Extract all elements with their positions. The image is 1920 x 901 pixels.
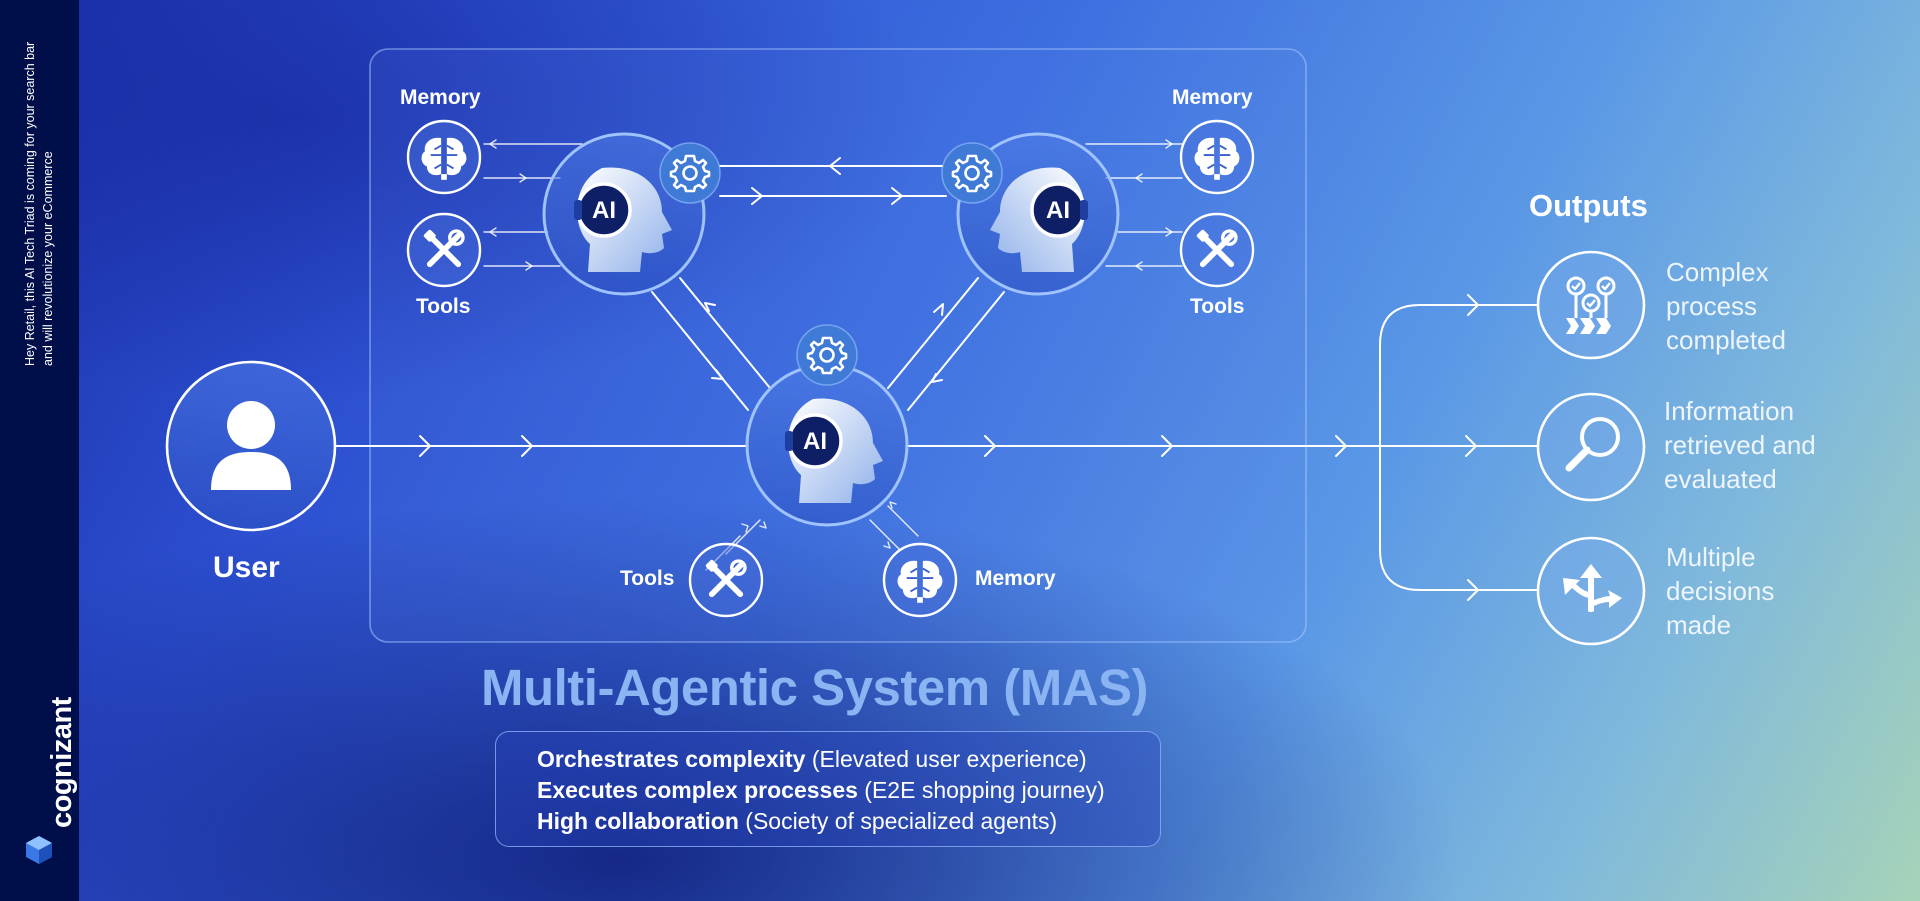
feature-line: Executes complex processes (E2E shopping… xyxy=(537,777,1105,804)
flow-arrow-icon xyxy=(704,302,716,312)
flow-arrow-icon xyxy=(521,435,533,457)
tools-node-top-right xyxy=(1179,212,1255,288)
feature-bold: High collaboration xyxy=(537,808,739,834)
flow-arrow-icon xyxy=(931,373,943,383)
gear-icon xyxy=(658,141,722,205)
flow-arrow-icon xyxy=(751,187,763,205)
mas-features-box: Orchestrates complexity (Elevated user e… xyxy=(495,731,1161,847)
ai-badge: AI xyxy=(1046,197,1070,224)
outputs-title: Outputs xyxy=(1529,188,1648,223)
output-node-decisions xyxy=(1536,536,1646,646)
mas-title: Multi-Agentic System (MAS) xyxy=(481,659,1149,716)
split-arrows-icon xyxy=(1563,564,1622,612)
output-node-process xyxy=(1536,250,1646,360)
flow-arrow-icon xyxy=(1161,435,1173,457)
cognizant-logo-icon xyxy=(26,836,52,864)
output-node-information xyxy=(1536,392,1646,502)
flow-arrow-icon xyxy=(1467,579,1479,601)
agent-hub-link-line xyxy=(651,291,749,411)
feature-bold: Executes complex processes xyxy=(537,777,858,803)
output-text-information: Information retrieved and evaluated xyxy=(1664,396,1816,494)
flow-arrow-icon xyxy=(711,369,724,380)
memory-label: Memory xyxy=(400,86,481,109)
gear-icon xyxy=(940,141,1004,205)
magnifier-icon xyxy=(1565,417,1620,472)
tools-label: Tools xyxy=(1190,295,1245,318)
memory-label: Memory xyxy=(975,567,1056,590)
memory-node-bottom xyxy=(882,542,958,618)
tools-label: Tools xyxy=(620,567,675,590)
agent-hub xyxy=(745,363,909,527)
flow-arrow-icon xyxy=(933,303,944,316)
feature-line: Orchestrates complexity (Elevated user e… xyxy=(537,746,1087,773)
flow-arrow-icon xyxy=(419,435,431,457)
user-icon xyxy=(211,401,291,490)
memory-label: Memory xyxy=(1172,86,1253,109)
user-label: User xyxy=(213,551,280,584)
flow-arrow-icon xyxy=(984,435,996,457)
agent-hub-link-line xyxy=(679,277,771,389)
ai-badge: AI xyxy=(803,428,827,455)
flow-arrow-icon xyxy=(1335,435,1347,457)
agent-hub-link-line xyxy=(907,291,1005,411)
output-text-decisions: Multiple decisions made xyxy=(1666,542,1775,640)
memory-node-top-left xyxy=(406,119,482,195)
tools-node-bottom xyxy=(688,542,764,618)
memory-node-top-right xyxy=(1179,119,1255,195)
output-text-process: Complex process completed xyxy=(1666,257,1786,355)
outputs-branch-line xyxy=(1379,304,1538,591)
feature-rest: (E2E shopping journey) xyxy=(857,777,1105,803)
gear-icon xyxy=(795,323,859,387)
feature-rest: (Elevated user experience) xyxy=(805,746,1087,772)
sidebar: Hey Retail, this AI Tech Triad is coming… xyxy=(0,0,79,901)
process-checklist-icon xyxy=(1566,276,1616,334)
tools-node-top-left xyxy=(406,212,482,288)
ai-badge: AI xyxy=(592,197,616,224)
flow-arrow-icon xyxy=(891,187,903,205)
flow-arrow-icon xyxy=(829,157,841,175)
tools-label: Tools xyxy=(416,295,471,318)
feature-bold: Orchestrates complexity xyxy=(537,746,806,772)
feature-line: High collaboration (Society of specializ… xyxy=(537,808,1057,835)
user-node xyxy=(165,360,337,532)
feature-rest: (Society of specialized agents) xyxy=(738,808,1058,834)
flow-arrow-icon xyxy=(1467,294,1479,316)
flow-arrow-icon xyxy=(1465,435,1477,457)
agent-hub-link-line xyxy=(887,277,979,389)
